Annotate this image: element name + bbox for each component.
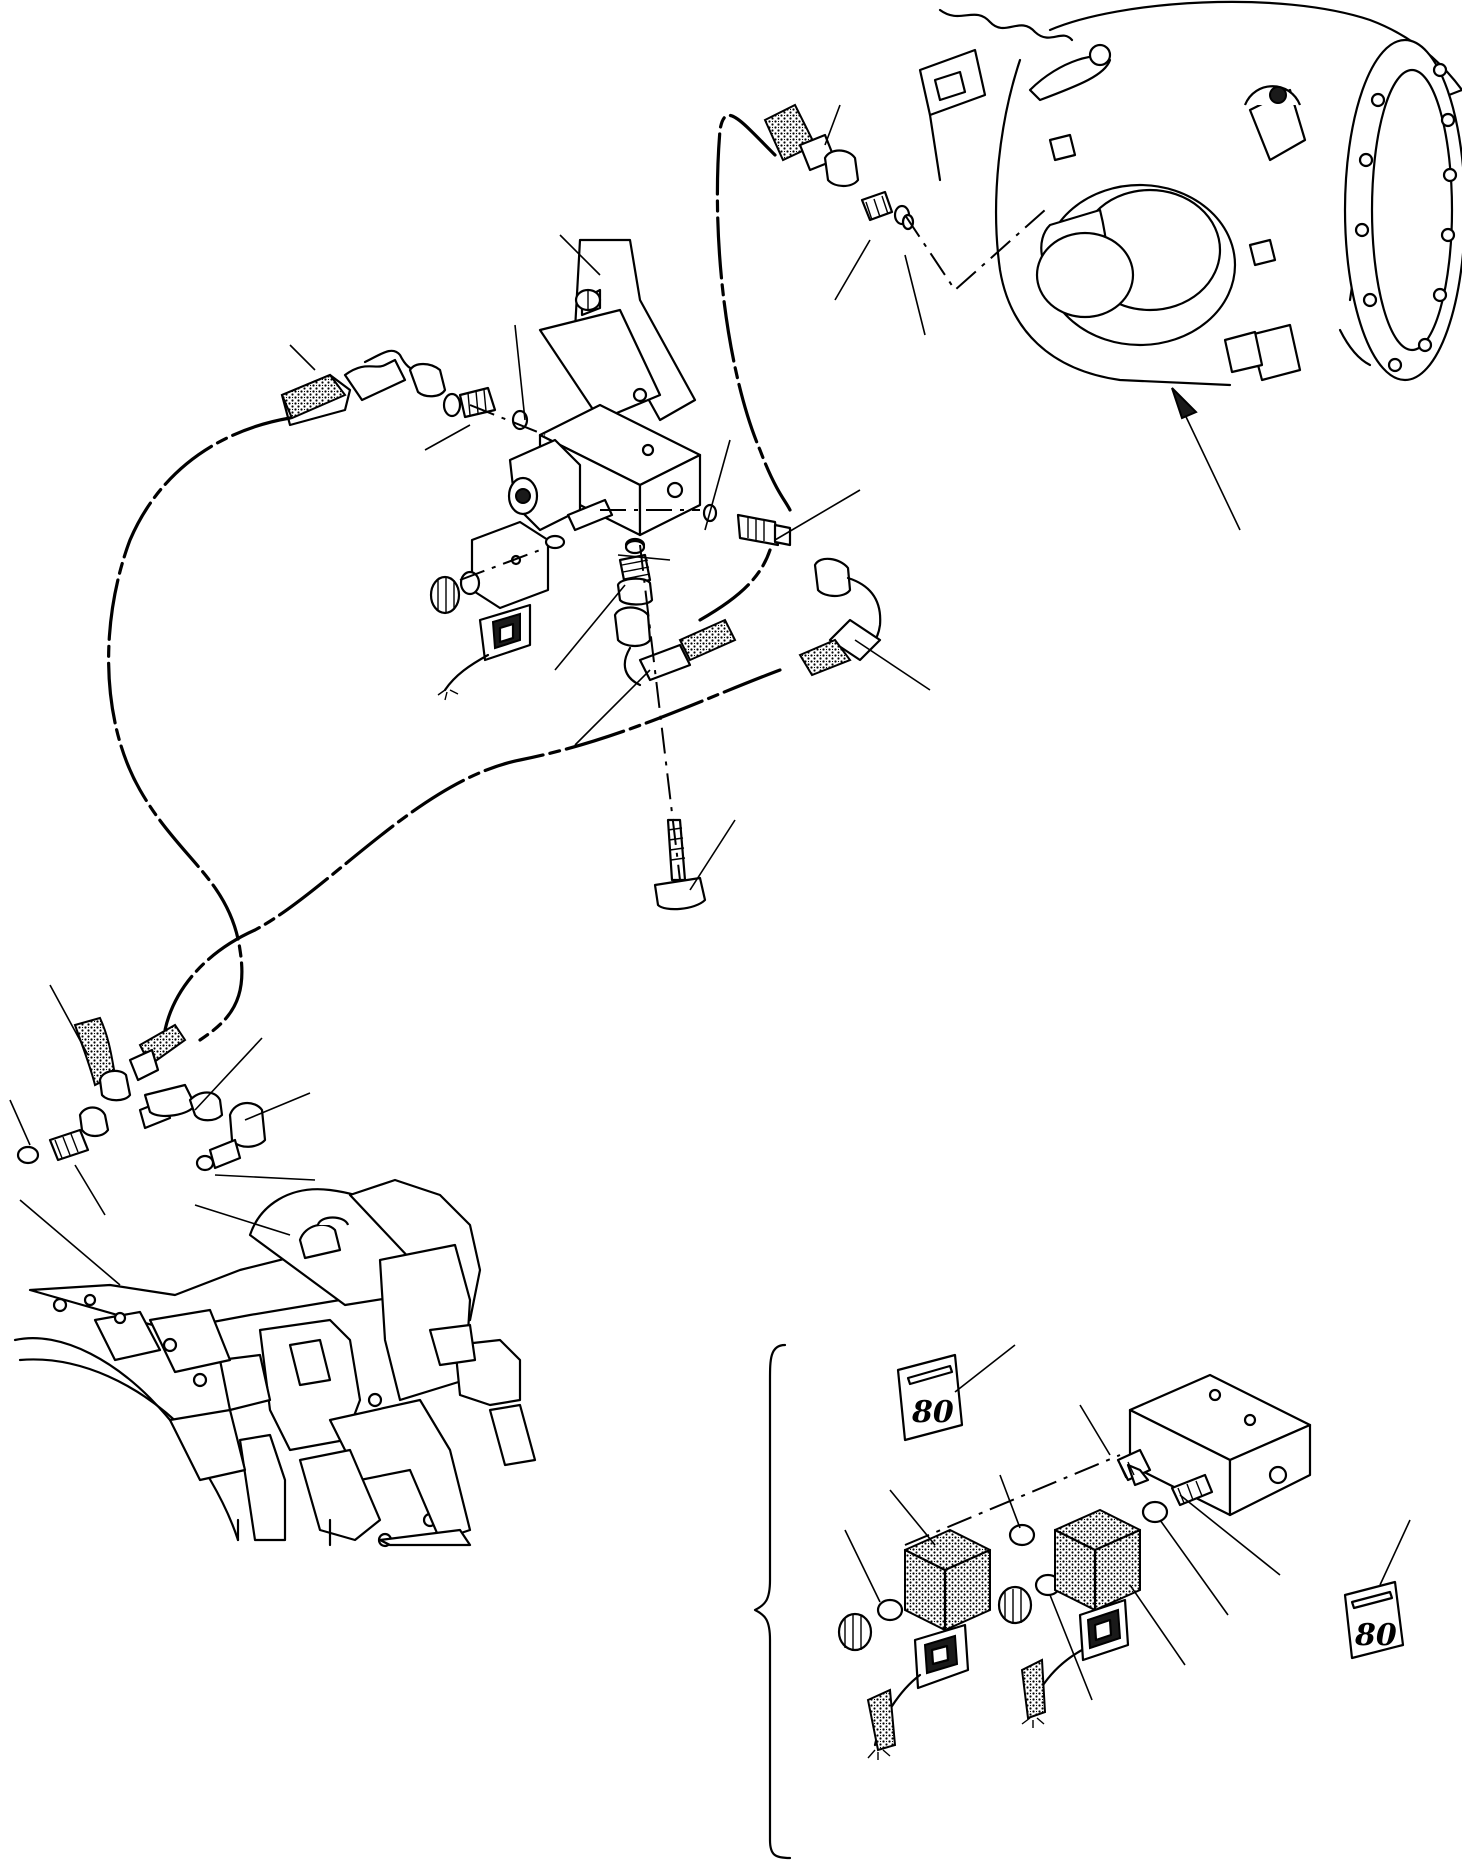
valve-block (429, 403, 702, 701)
part-tag-lower: 80 (1343, 1580, 1405, 1660)
transmission-housing (13, 1178, 537, 1548)
solenoid-kit-inset (753, 1343, 1312, 1860)
axle-housing (918, 0, 1462, 531)
callout-leaders (9, 104, 1411, 1701)
hose-lines (107, 113, 1046, 1042)
tag-lower-text: 80 (1354, 1618, 1397, 1653)
fittings-upper (280, 103, 915, 911)
tag-upper-text: 80 (911, 1395, 954, 1430)
part-tag-upper: 80 (896, 1353, 964, 1442)
fittings-lower (16, 1016, 267, 1172)
mounting-bracket (538, 238, 697, 422)
